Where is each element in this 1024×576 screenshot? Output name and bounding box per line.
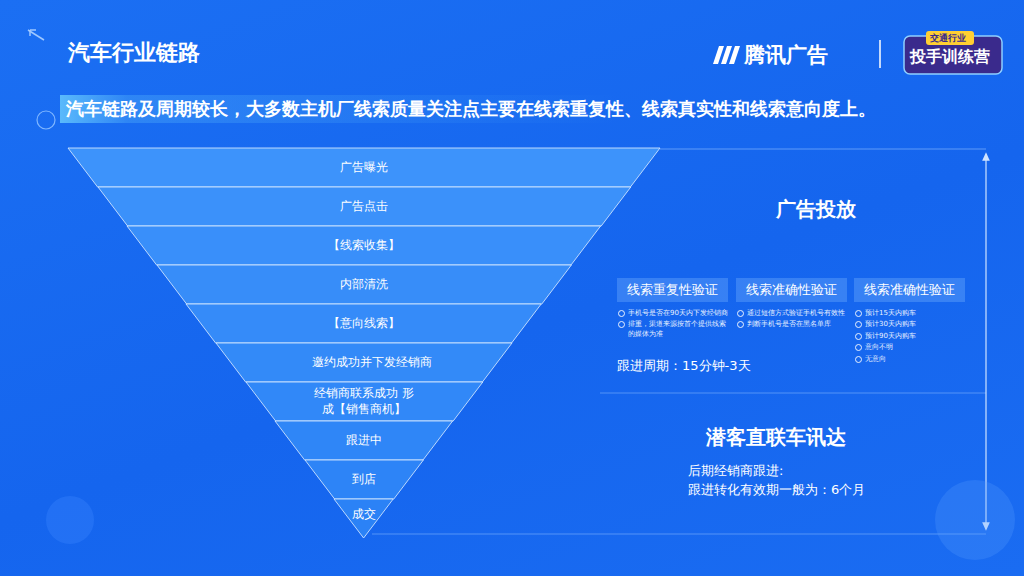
decor-stroke [28,30,44,40]
box-heading: 线索准确性验证 [854,278,965,302]
band-outline [246,382,483,421]
band-outline [334,499,393,538]
funnel-band: 经销商联系成功 形成【销售商机】 [246,382,483,421]
verification-box: 线索准确性验证预计15天内购车预计30天内购车预计90天内购车意向不明无意向 [854,278,965,364]
bullet-item: 排重，渠道来源按首个提供线索的媒体为准 [617,320,728,339]
bullet-item: 预计90天内购车 [854,332,965,341]
band-outline [68,148,660,187]
funnel-band: 【意向线索】 [186,304,541,343]
funnel-band: 邀约成功并下发经销商 [216,343,512,382]
funnel-stage-label: 到店 [352,472,376,488]
guide-line [660,149,986,150]
brand-name: 腾讯广告 [744,41,828,69]
funnel-band: 【线索收集】 [127,226,601,265]
badge-tag [926,31,974,45]
verification-box: 线索准确性验证通过短信方式验证手机号有效性判断手机号是否在黑名单库 [736,278,847,330]
funnel-stage-label: 跟进中 [346,433,382,449]
bullet-item: 判断手机号是否在黑名单库 [736,320,847,329]
box-heading: 线索准确性验证 [736,278,847,302]
decor-stroke [30,30,36,36]
span-arrow [985,156,986,527]
funnel-stage-label: 经销商联系成功 形成【销售商机】 [312,386,416,417]
bullet-item: 通过短信方式验证手机号有效性 [736,309,847,318]
funnel-band: 成交 [334,499,393,538]
subtitle: 汽车链路及周期较长，大多数主机厂线索质量关注点主要在线索重复性、线索真实性和线索… [66,97,876,121]
bullet-item: 预计30天内购车 [854,320,965,329]
section-heading: 潜客直联车讯达 [706,424,846,451]
funnel-stage-label: 【意向线索】 [328,316,400,332]
logo-separator [879,40,881,68]
guide-line [372,534,986,535]
funnel-band: 跟进中 [275,421,453,460]
band-outline [275,421,453,460]
funnel-stage-label: 内部清洗 [340,277,388,293]
glow [935,480,1015,560]
band-outline [127,226,601,265]
badge-title: 投手训练营 [910,47,990,68]
box-heading: 线索重复性验证 [617,278,728,302]
bullet-item: 预计15天内购车 [854,309,965,318]
band-outline [157,265,571,304]
section-heading: 广告投放 [776,196,856,223]
slide-title: 汽车行业链路 [68,38,200,68]
funnel-band: 到店 [305,460,423,499]
tencent-ads-logo [713,46,740,64]
funnel-band: 广告点击 [98,187,631,226]
funnel-stage-label: 邀约成功并下发经销商 [312,355,416,371]
funnel-band: 内部清洗 [157,265,571,304]
followup-note: 后期经销商跟进: [688,462,783,480]
band-outline [98,187,631,226]
glow [46,496,94,544]
cycle-note: 跟进周期：15分钟-3天 [617,357,751,375]
followup-note: 跟进转化有效期一般为：6个月 [688,481,865,499]
funnel-stage-label: 成交 [352,507,376,523]
band-outline [186,304,541,343]
funnel-stage-label: 广告曝光 [340,160,388,176]
bullet-item: 手机号是否在90天内下发经销商 [617,309,728,318]
badge-tag-text: 交通行业 [930,32,966,45]
bullet-item: 意向不明 [854,343,965,352]
bullet-item: 无意向 [854,355,965,364]
guide-line [600,393,986,394]
funnel-stage-label: 广告点击 [340,199,388,215]
funnel-band: 广告曝光 [68,148,660,187]
verification-box: 线索重复性验证手机号是否在90天内下发经销商排重，渠道来源按首个提供线索的媒体为… [617,278,728,339]
band-outline [216,343,512,382]
band-outline [305,460,423,499]
chat-icon [37,111,55,129]
funnel-stage-label: 【线索收集】 [328,238,400,254]
